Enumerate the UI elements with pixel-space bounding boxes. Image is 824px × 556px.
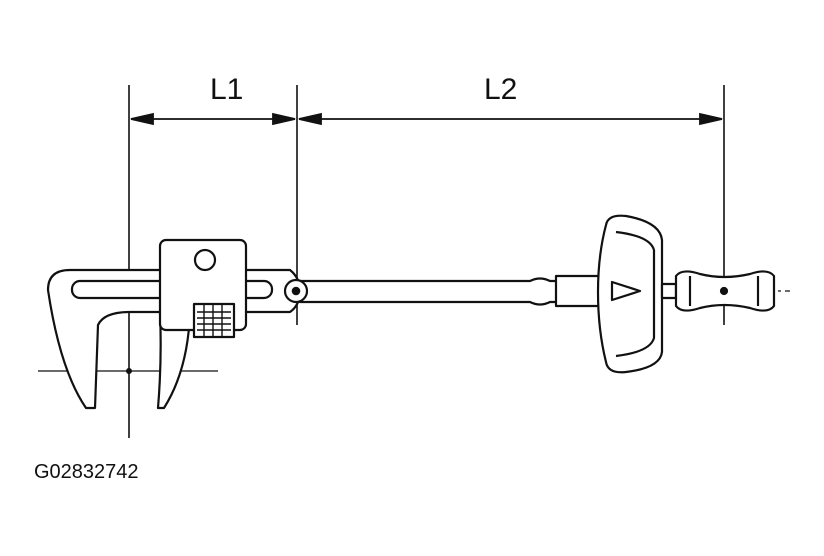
drive-pivot-dot [291, 286, 301, 296]
dimension-label-l2: L2 [484, 73, 517, 106]
screw-thread-hatching [197, 304, 231, 337]
jaw-center-dot [126, 368, 132, 374]
torque-wrench [283, 214, 776, 374]
handle-center-dot [719, 286, 729, 296]
arrowhead-l1-right [272, 112, 296, 126]
figure-code: G02832742 [34, 461, 139, 483]
handle-neck [660, 282, 678, 300]
crowfoot-adapter [46, 238, 302, 410]
adjuster-screw [192, 302, 236, 339]
dial-inner-rim [615, 230, 656, 358]
arrowhead-l1-left [130, 112, 154, 126]
dimension-label-l1: L1 [210, 73, 243, 106]
arrowhead-l2-right [699, 112, 723, 126]
adjuster-hole [193, 248, 217, 272]
arrowhead-l2-left [298, 112, 322, 126]
dimension-lines [130, 112, 723, 126]
adapter-lower-jaw [156, 310, 192, 410]
dial-pointer [610, 280, 642, 302]
